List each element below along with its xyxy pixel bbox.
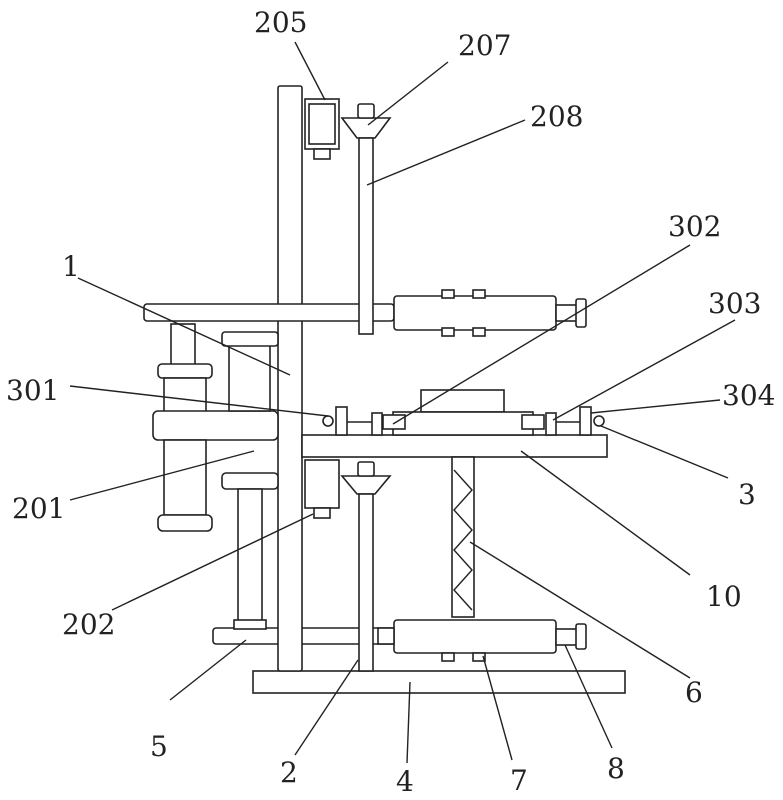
label-208: 208 — [530, 100, 583, 133]
upper-funnel-cap — [357, 103, 375, 119]
lower-funnel — [340, 475, 392, 495]
left-clamp-jaw — [371, 412, 383, 436]
guide-rod-cap — [221, 331, 279, 347]
spring-coil — [453, 469, 473, 611]
label-6: 6 — [685, 676, 703, 709]
label-207: 207 — [458, 29, 511, 62]
main-column — [277, 85, 303, 672]
guide-rod-upper — [228, 335, 271, 412]
lower-roller-axle-left — [377, 627, 395, 645]
label-3: 3 — [738, 478, 756, 511]
left-collar-top — [157, 363, 213, 379]
left-knob — [322, 415, 334, 427]
work-table — [301, 434, 608, 458]
label-2: 2 — [280, 756, 298, 789]
left-clamp-block — [152, 410, 279, 441]
left-cylinder-lower — [163, 439, 207, 516]
upper-roller-tab — [472, 327, 486, 337]
lower-roller-axle — [555, 628, 579, 646]
guide-rod-lower — [237, 488, 263, 622]
label-5: 5 — [150, 730, 168, 763]
guide-foot — [233, 619, 267, 630]
lower-motor-shaft — [313, 507, 331, 519]
leader-lines — [69, 41, 736, 764]
spring-column — [451, 456, 475, 618]
label-7: 7 — [510, 764, 528, 797]
upper-roller-tab — [472, 289, 486, 299]
label-301: 301 — [6, 374, 59, 407]
label-8: 8 — [607, 752, 625, 785]
lower-funnel-cap — [357, 461, 375, 477]
right-knob — [593, 415, 605, 427]
label-202: 202 — [62, 608, 115, 641]
workpiece-base — [392, 411, 534, 436]
lower-roller-end — [575, 623, 587, 650]
upper-roller-tab — [441, 327, 455, 337]
label-1: 1 — [62, 250, 80, 283]
upper-roller — [393, 295, 557, 331]
label-303: 303 — [708, 287, 761, 320]
guide-collar — [221, 472, 279, 490]
upper-funnel — [340, 117, 392, 139]
label-205: 205 — [254, 6, 307, 39]
label-4: 4 — [396, 765, 414, 798]
upper-roller-tab — [441, 289, 455, 299]
left-clamp-post — [335, 406, 348, 436]
upper-bar — [143, 303, 395, 322]
right-clamp-post — [579, 406, 592, 436]
upper-motor-inner — [308, 103, 336, 145]
label-10: 10 — [706, 580, 742, 613]
upper-pipe — [358, 137, 374, 335]
right-clamp-pad — [521, 414, 545, 430]
workpiece — [420, 389, 505, 413]
lower-motor — [304, 459, 340, 509]
lower-roller — [393, 619, 557, 654]
left-cylinder-upper — [163, 377, 207, 414]
upper-motor-shaft — [313, 148, 331, 160]
label-304: 304 — [722, 379, 775, 412]
lower-bar — [212, 627, 404, 645]
base-plate — [252, 670, 626, 694]
left-clamp-pad — [382, 414, 406, 430]
label-201: 201 — [12, 492, 65, 525]
lower-pipe — [358, 493, 374, 672]
label-302: 302 — [668, 210, 721, 243]
right-clamp-jaw — [545, 412, 557, 436]
lower-roller-tab — [441, 652, 455, 662]
lower-roller-tab — [472, 652, 486, 662]
left-collar-bottom — [157, 514, 213, 532]
